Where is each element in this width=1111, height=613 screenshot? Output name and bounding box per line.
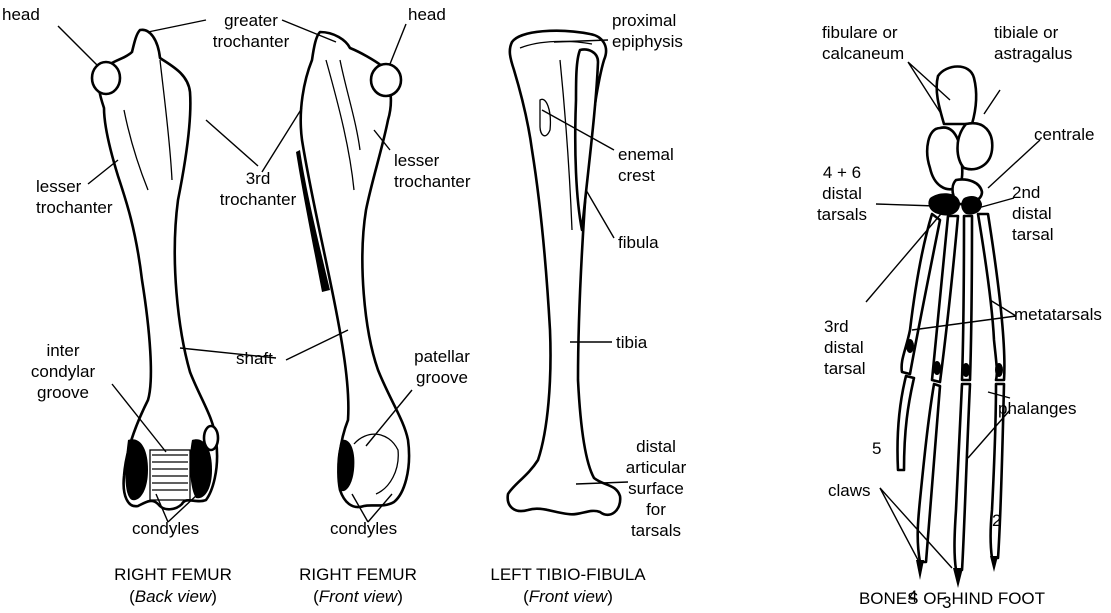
label-tibia: tibia (616, 332, 647, 353)
label-shaft: shaft (236, 348, 273, 369)
label-enemal-crest: enemal crest (618, 144, 674, 186)
label-claws: claws (828, 480, 871, 501)
caption-femur-front: RIGHT FEMUR (Front view) (268, 564, 448, 608)
label-third-trochanter: 3rd trochanter (208, 168, 308, 210)
label-line: condylar (20, 361, 106, 382)
label-patellar-groove: patellar groove (402, 346, 482, 388)
label-line: 3rd (208, 168, 308, 189)
label-line: tarsals (616, 520, 696, 541)
label-line: surface (616, 478, 696, 499)
label-line: greater (206, 10, 296, 31)
label-second-distal-tarsal: 2nd distal tarsal (1012, 182, 1054, 245)
label-phalanges: phalanges (998, 398, 1076, 419)
label-line: calcaneum (822, 43, 904, 64)
label-line: proximal (612, 10, 683, 31)
label-line: distal (804, 183, 880, 204)
caption-title: RIGHT FEMUR (78, 564, 268, 586)
label-digit-2: 2 (992, 510, 1001, 531)
label-lesser-trochanter-front: lesser trochanter (394, 150, 471, 192)
label-line: lesser (36, 176, 113, 197)
label-distal-tarsals-4-6: 4 + 6 distal tarsals (804, 162, 880, 225)
label-proximal-epiphysis: proximal epiphysis (612, 10, 683, 52)
label-line: astragalus (994, 43, 1072, 64)
label-line: 4 + 6 (804, 162, 880, 183)
caption-view-text: Front view (319, 587, 397, 606)
label-line: groove (20, 382, 106, 403)
caption-title: LEFT TIBIO-FIBULA (458, 564, 678, 586)
label-line: trochanter (208, 189, 308, 210)
label-condyles-front: condyles (330, 518, 397, 539)
label-line: distal (1012, 203, 1054, 224)
label-line: tibiale or (994, 22, 1072, 43)
label-condyles-back: condyles (132, 518, 199, 539)
caption-view: (Back view) (78, 586, 268, 608)
label-distal-articular-surface: distal articular surface for tarsals (616, 436, 696, 541)
label-line: tarsals (804, 204, 880, 225)
label-lesser-trochanter-back: lesser trochanter (36, 176, 113, 218)
label-fibulare-calcaneum: fibulare or calcaneum (822, 22, 904, 64)
label-digit-5: 5 (872, 438, 881, 459)
label-line: crest (618, 165, 674, 186)
caption-view: (Front view) (268, 586, 448, 608)
label-line: tarsal (824, 358, 866, 379)
label-greater-trochanter: greater trochanter (206, 10, 296, 52)
tibio-fibula-drawing (508, 31, 621, 515)
label-line: epiphysis (612, 31, 683, 52)
caption-paren: ) (397, 587, 403, 606)
label-head-back: head (2, 4, 40, 25)
caption-view: (Front view) (458, 586, 678, 608)
label-line: lesser (394, 150, 471, 171)
label-line: groove (402, 367, 482, 388)
label-line: patellar (402, 346, 482, 367)
label-line: inter (20, 340, 106, 361)
label-line: 3rd (824, 316, 866, 337)
caption-tibio-fibula: LEFT TIBIO-FIBULA (Front view) (458, 564, 678, 608)
caption-title: BONES OF HIND FOOT (832, 588, 1072, 610)
label-head-front: head (408, 4, 446, 25)
caption-view-text: Front view (529, 587, 607, 606)
caption-view-text: Back view (135, 587, 212, 606)
label-tibiale-astragalus: tibiale or astragalus (994, 22, 1072, 64)
label-inter-condylar-groove: inter condylar groove (20, 340, 106, 403)
label-line: fibulare or (822, 22, 904, 43)
label-metatarsals: metatarsals (1014, 304, 1102, 325)
label-line: distal (616, 436, 696, 457)
label-line: distal (824, 337, 866, 358)
caption-paren: ) (607, 587, 613, 606)
label-fibula: fibula (618, 232, 659, 253)
caption-hind-foot: BONES OF HIND FOOT (832, 588, 1072, 610)
label-line: for (616, 499, 696, 520)
label-line: trochanter (206, 31, 296, 52)
label-third-distal-tarsal: 3rd distal tarsal (824, 316, 866, 379)
label-centrale: centrale (1034, 124, 1094, 145)
caption-paren: ) (211, 587, 217, 606)
label-line: 2nd (1012, 182, 1054, 203)
label-line: tarsal (1012, 224, 1054, 245)
caption-title: RIGHT FEMUR (268, 564, 448, 586)
hind-foot-drawing (897, 67, 1004, 589)
caption-femur-back: RIGHT FEMUR (Back view) (78, 564, 268, 608)
label-line: trochanter (394, 171, 471, 192)
label-line: articular (616, 457, 696, 478)
femur-front-drawing (296, 32, 409, 507)
label-line: trochanter (36, 197, 113, 218)
label-line: enemal (618, 144, 674, 165)
